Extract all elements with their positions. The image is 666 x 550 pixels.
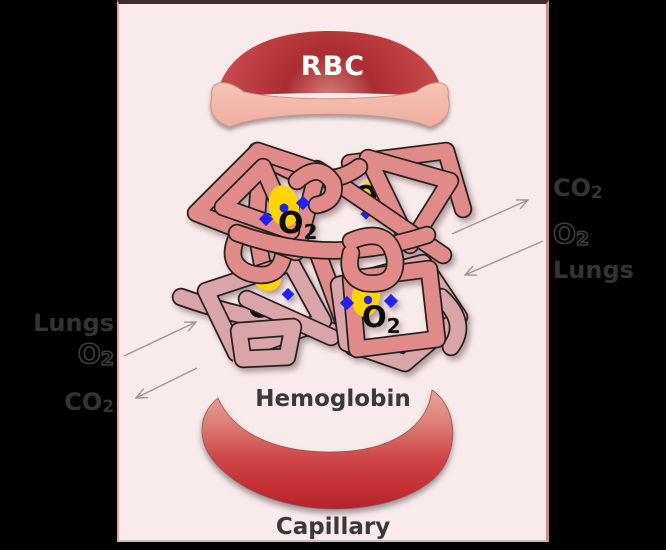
- rbc-dome: [216, 31, 444, 99]
- o2-site-label: O2: [362, 300, 401, 338]
- rbc-label: RBC: [300, 51, 366, 82]
- rbc-shape: [210, 31, 450, 128]
- o2-site-label: O2: [278, 206, 317, 244]
- hemoglobin-label: Hemoglobin: [255, 386, 411, 412]
- co2-label-right: CO2: [553, 174, 603, 203]
- o2-label-right: O2: [552, 219, 590, 251]
- exchange-arrows: [123, 200, 544, 398]
- lungs-label-left: Lungs: [33, 309, 114, 337]
- co2-label-left: CO2: [64, 388, 114, 417]
- o2-label-left: O2: [77, 339, 115, 371]
- o2-inflow-arrow-left: [123, 322, 196, 357]
- o2-inflow-arrow-right: [465, 240, 544, 275]
- heme-group: [258, 185, 311, 227]
- lungs-label-right: Lungs: [553, 256, 634, 284]
- capillary-label: Capillary: [275, 514, 391, 540]
- capillary-shape: [201, 389, 454, 510]
- co2-outflow-arrow-left: [136, 367, 198, 398]
- rbc-rim: [210, 82, 450, 128]
- co2-outflow-arrow-right: [451, 200, 528, 235]
- hemoglobin-structure: O2 O2: [181, 151, 463, 367]
